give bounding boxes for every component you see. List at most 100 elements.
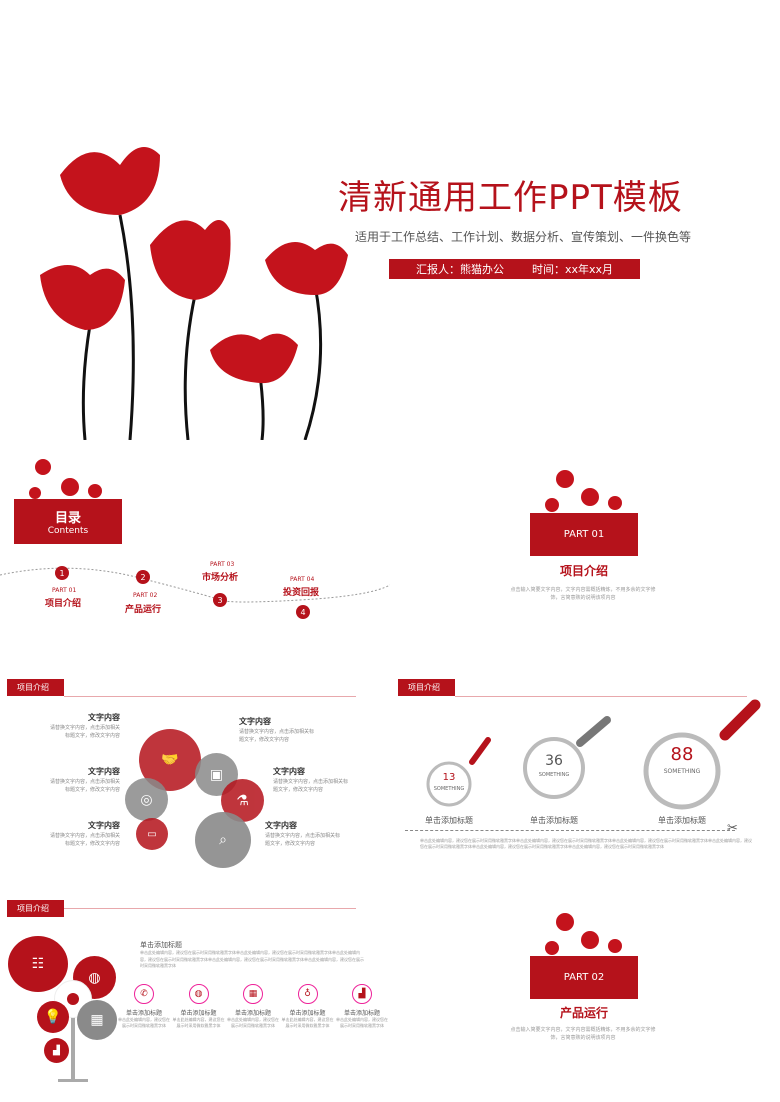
part-title: 项目介绍 [559,564,608,578]
toc-part: PART 02 [133,592,158,599]
item-title: 文字内容 [273,767,305,776]
item-title: 文字内容 [88,767,120,776]
feature-label: 单击添加标题 [234,1010,271,1017]
cover-slide: 清新通用工作PPT模板 适用于工作总结、工作计划、数据分析、宣传策划、一件换色等… [0,0,780,440]
flower-icon [29,459,102,499]
toc-label: 项目介绍 [45,599,82,609]
tree-trunk [71,995,75,1080]
toc-label: 投资回报 [283,588,320,598]
item-title: 文字内容 [265,821,297,830]
cover-info-bar: 汇报人：熊猫办公 时间：xx年xx月 [389,259,640,279]
toc-num: 4 [296,605,310,619]
part-desc: 点击输入简要文字内容，文字内容需概括精炼，不用多余的文字修饰，言简意赅的说明该项… [510,1027,656,1041]
magnifier-graphics [426,699,761,810]
item-desc: 请替换文字内容，点击添加相关标题文字，修改文字内容 [273,779,349,793]
section-tag: 项目介绍 [398,679,455,696]
chart-icon: ▟ [44,1038,69,1063]
feature-item[interactable]: ✆ 单击添加标题单击此处编辑内容，建议您在展示时采用微软雅黑字体 [118,984,170,1029]
circles-slide: 项目介绍 🤝 ▣ ◎ ⚗ ▭ ⌕ 文字内容请替换文字内容，点击添加相关标题文字，… [0,660,390,880]
time: 时间：xx年xx月 [531,263,614,276]
camera-icon: ◎ [125,778,168,821]
toc-subtitle: Contents [47,526,89,536]
toc-curve [0,567,390,603]
part-desc: 点击输入简要文字内容，文字内容需概括精炼，不用多余的文字修饰，言简意赅的说明该项… [510,587,656,601]
reporter: 汇报人：熊猫办公 [415,263,504,276]
divider [64,908,356,909]
item-title: 文字内容 [88,713,120,722]
stat-value: 36 [545,753,563,769]
red-flowers-illustration [40,147,348,440]
feature-label: 单击添加标题 [180,1010,217,1017]
feature-desc: 单击此处编辑内容，建议您在展示时采用微软雅黑字体 [227,1017,279,1028]
feature-desc: 单击此处编辑内容，建议您在展示时采用微软雅黑字体 [336,1017,388,1028]
toc-part: PART 04 [290,576,315,583]
divider [455,696,747,697]
stat-label: 单击添加标题 [530,816,578,825]
feature-label: 单击添加标题 [343,1010,380,1017]
toc-part: PART 03 [210,561,235,568]
flower-icon [545,913,622,955]
scissors-icon[interactable]: ✂ [727,821,738,836]
stat-label: 单击添加标题 [658,816,706,825]
section-tag: 项目介绍 [7,900,64,917]
feature-item[interactable]: ▦ 单击添加标题单击此处编辑内容，建议您在展示时采用微软雅黑字体 [227,984,279,1029]
item-title: 文字内容 [88,821,120,830]
part-box: PART 02 [530,956,638,999]
stat-label: 单击添加标题 [425,816,473,825]
item-desc: 请替换文字内容，点击添加相关标题文字，修改文字内容 [265,833,341,847]
chart-icon: ▟ [352,984,372,1004]
feature-item[interactable]: ▟ 单击添加标题单击此处编辑内容，建议您在展示时采用微软雅黑字体 [336,984,388,1029]
tree-title: 单击添加标题 [140,941,182,949]
toc-num: 3 [213,593,227,607]
monitor-icon: ▭ [136,818,168,850]
calendar-icon: ▦ [77,1000,117,1040]
phone-icon: ✆ [134,984,154,1004]
part-label: PART 01 [563,529,605,540]
toc-num: 1 [55,566,69,580]
bulb-icon: ♁ [297,984,318,1004]
tree-slide: 项目介绍 ☷ ◍ 💡 ▦ ▟ 单击添加标题 单击此处编辑内容，建议您在展示时采用… [0,880,390,1102]
feature-desc: 单击此处编辑内容，建议您在展示时采用微软雅黑字体 [172,1017,225,1028]
cover-subtitle: 适用于工作总结、工作计划、数据分析、宣传策划、一件换色等 [355,230,692,244]
item-desc: 请替换文字内容，点击添加相关标题文字，修改文字内容 [49,779,120,793]
feature-desc: 单击此处编辑内容，建议您在展示时采用微软雅黑字体 [281,1017,334,1028]
bulb-icon: 💡 [37,1001,69,1033]
feature-label: 单击添加标题 [289,1010,326,1017]
toc-num: 2 [136,570,150,584]
feature-item[interactable]: ◍ 单击添加标题单击此处编辑内容，建议您在展示时采用微软雅黑字体 [173,984,225,1029]
section-tag: 项目介绍 [7,679,64,696]
part-title: 产品运行 [559,1006,608,1020]
cover-title: 清新通用工作PPT模板 [338,178,683,218]
part-box: PART 01 [530,513,638,556]
calendar-icon: ▦ [243,984,263,1004]
item-title: 文字内容 [239,717,271,726]
part-label: PART 02 [563,972,605,983]
search-icon: ⌕ [195,812,251,868]
part1-slide: PART 01 项目介绍 点击输入简要文字内容，文字内容需概括精炼，不用多余的文… [390,440,780,660]
stat-unit: SOMETHING [538,772,570,778]
dashed-cut-line [405,830,735,831]
item-desc: 请替换文字内容，点击添加相关标题文字，修改文字内容 [49,725,120,739]
toc-label: 产品运行 [125,605,162,615]
item-desc: 请替换文字内容，点击添加相关标题文字，修改文字内容 [49,833,120,847]
stat-value: 88 [670,744,694,765]
globe-icon: ◍ [188,984,209,1004]
tree-base [58,1079,88,1082]
feature-desc: 单击此处编辑内容，建议您在展示时采用微软雅黑字体 [118,1017,170,1028]
feature-row: ✆单击添加标题单击此处编辑内容，建议您在展示时采用微软雅黑字体 ◍单击添加标题单… [118,984,388,1029]
feature-label: 单击添加标题 [125,1010,162,1017]
toc-title: 目录 [54,511,81,526]
stat-value: 13 [442,772,456,783]
body-text: 单击此处编辑内容，建议您在展示时采用微软雅黑字体单击此处编辑内容，建议您在展示时… [420,838,752,849]
stat-unit: SOMETHING [433,786,465,792]
part2-slide: PART 02 产品运行 点击输入简要文字内容，文字内容需概括精炼，不用多余的文… [390,880,780,1102]
toc-part: PART 01 [52,587,77,594]
feature-item[interactable]: ♁ 单击添加标题单击此处编辑内容，建议您在展示时采用微软雅黑字体 [282,984,334,1029]
flower-icon [545,470,622,512]
hierarchy-icon: ☷ [8,936,68,992]
magnifier-slide: 项目介绍 13 SOMETHING 单击添加标题 36 SOMETHING 单击… [390,660,780,880]
divider [64,696,356,697]
toc-title-box: 目录 Contents [14,499,122,544]
toc-label: 市场分析 [202,573,239,583]
